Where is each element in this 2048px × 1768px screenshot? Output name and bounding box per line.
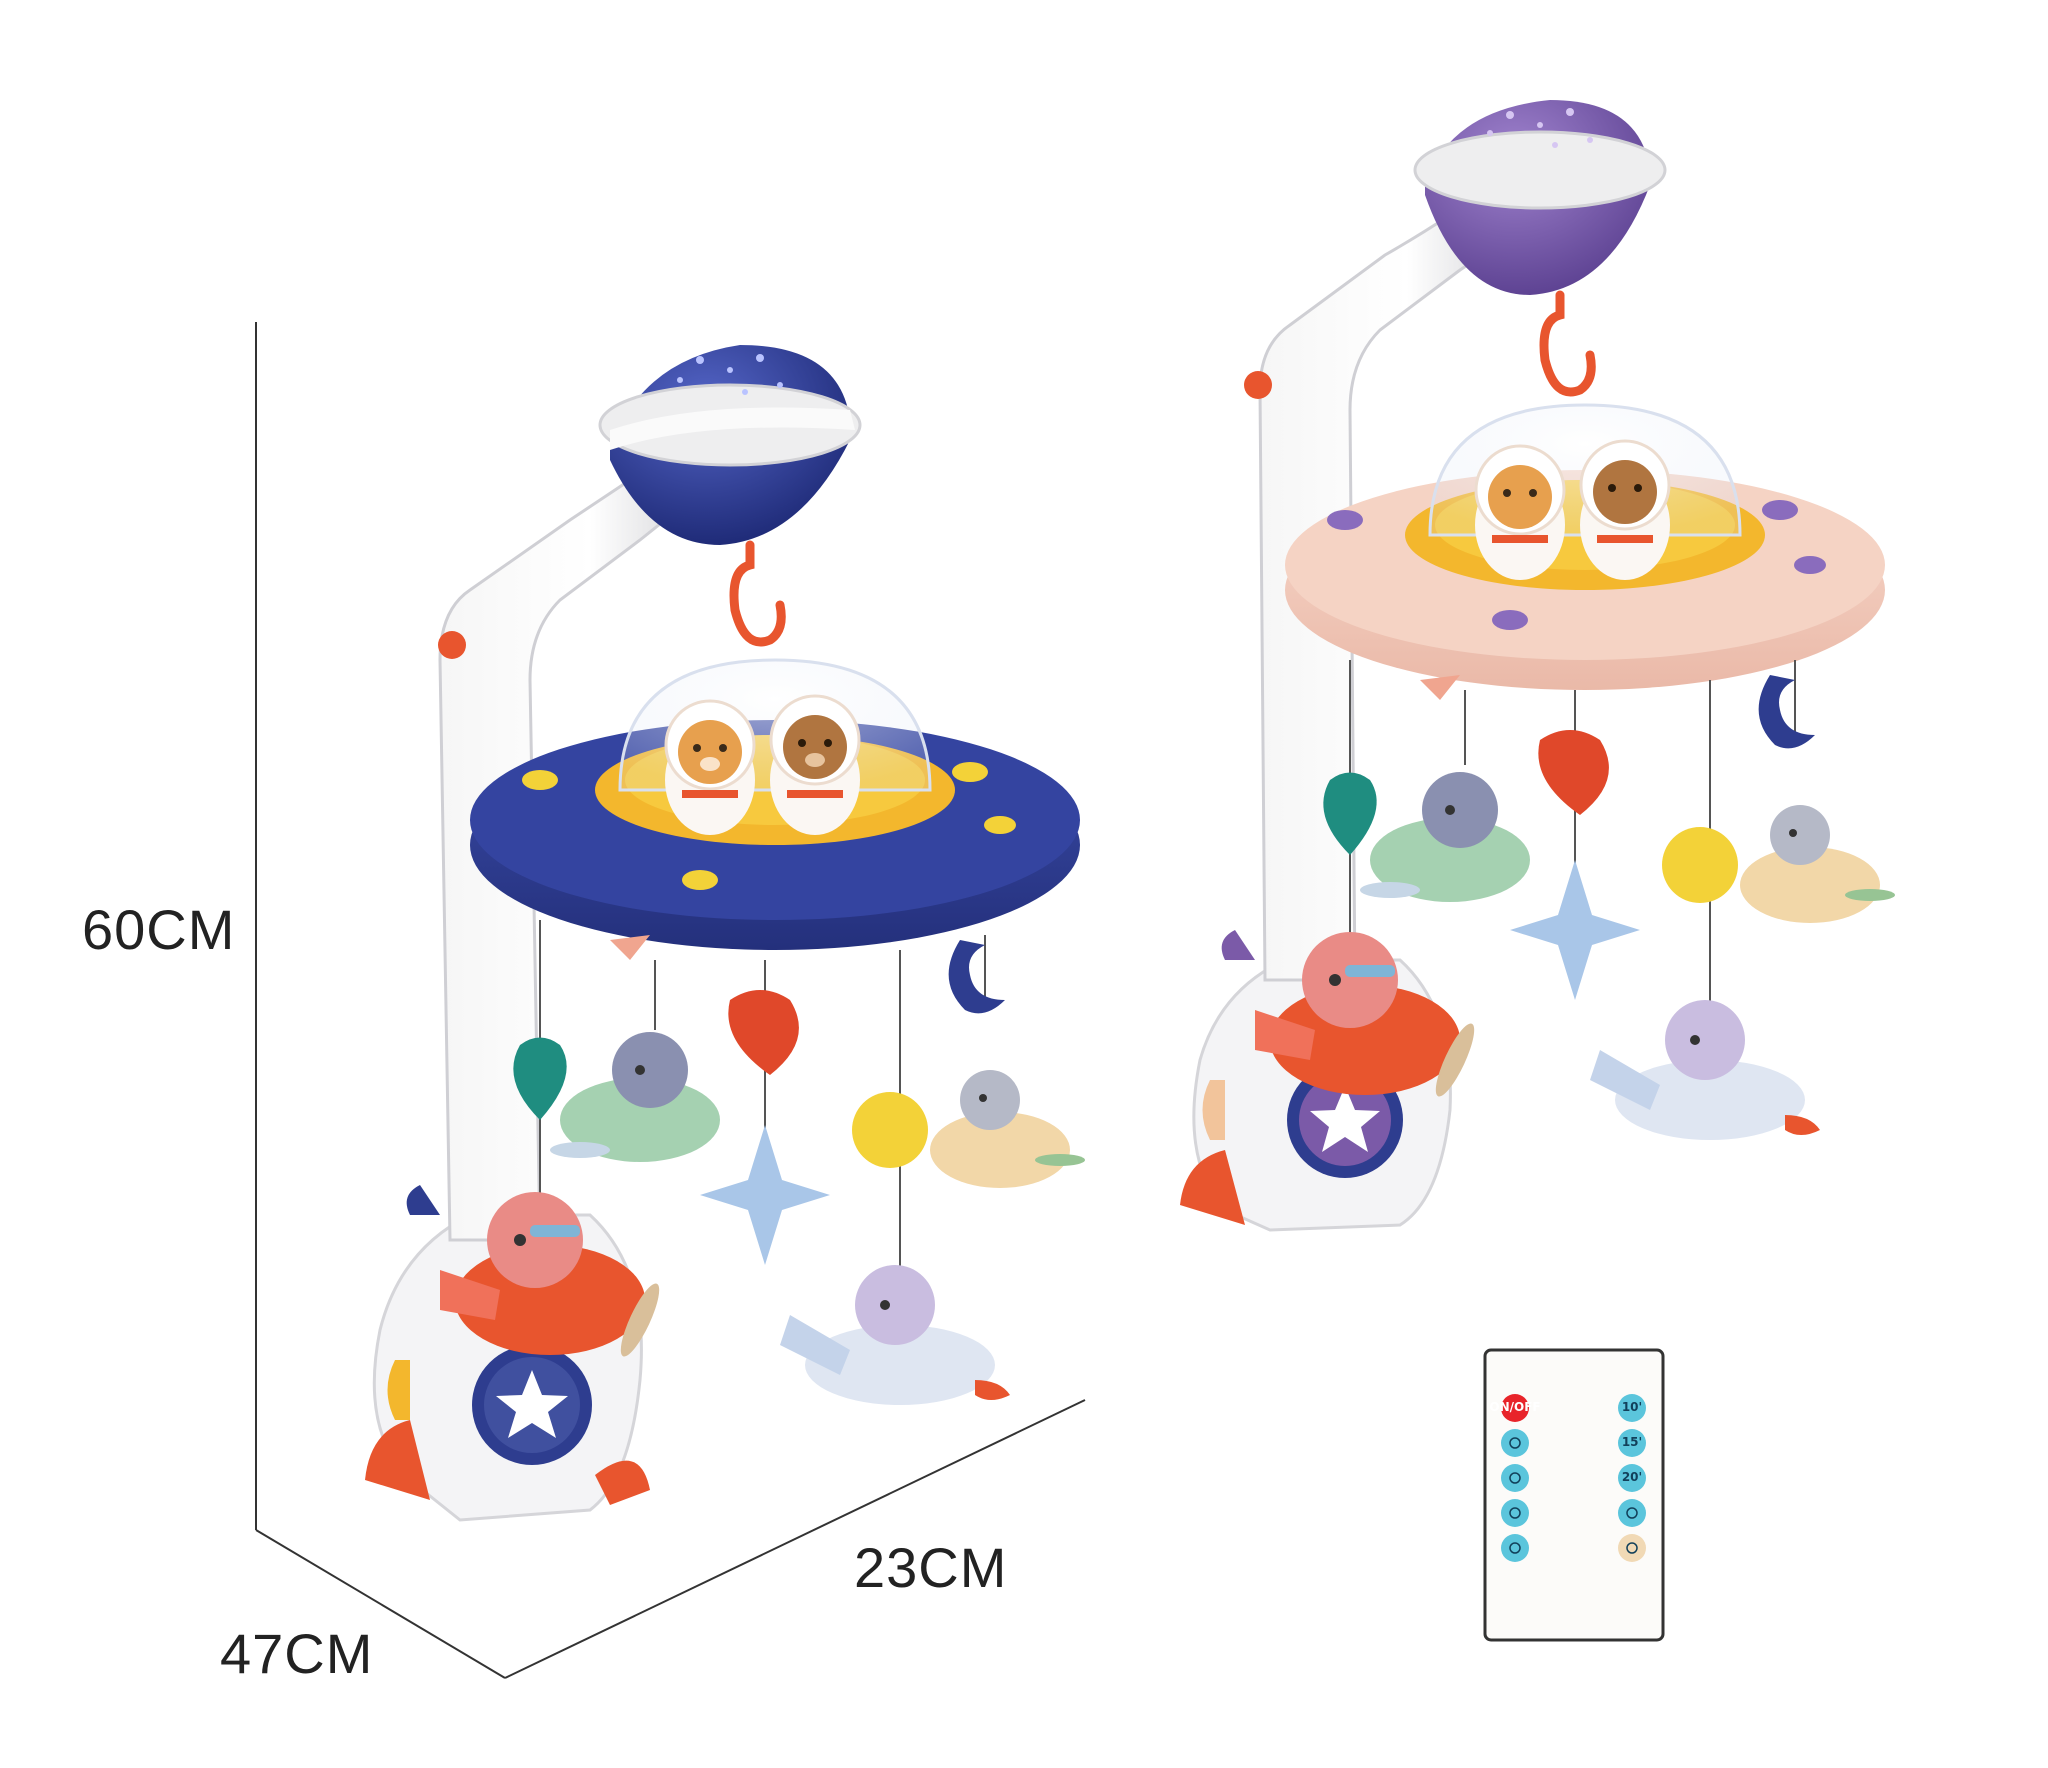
light-bulb-icon-glyph <box>1509 1437 1521 1449</box>
astronaut-bear-left <box>664 699 756 835</box>
timer-icon <box>1618 1394 1646 1422</box>
remote-buttons: ON/OFF 10' 15' 20' <box>1489 1394 1646 1562</box>
ufo-disc-blue <box>470 658 1080 960</box>
moon-icon-glyph <box>1509 1472 1521 1484</box>
astronaut-bear-right <box>769 694 861 835</box>
sun-icon <box>1501 1534 1529 1562</box>
moon-icon <box>1501 1464 1529 1492</box>
hook-blue <box>729 540 786 647</box>
airplane-green <box>550 1032 720 1162</box>
speaker-icon-glyph <box>1626 1507 1638 1519</box>
hanging-toys-pink <box>1255 675 1895 1140</box>
mobile-blue <box>365 345 1085 1522</box>
sun-icon-glyph <box>1509 1542 1521 1554</box>
projector-dome-blue <box>598 345 862 545</box>
remote-right-button-2[interactable]: 15' <box>1618 1429 1646 1457</box>
light-bulb-icon <box>1501 1429 1529 1457</box>
airplane-beige-pink <box>1740 805 1895 923</box>
airplane-white <box>780 1265 1010 1405</box>
remote-right-button-5[interactable] <box>1618 1534 1646 1562</box>
airplane-beige <box>930 1070 1085 1188</box>
arm-blue <box>438 468 693 1242</box>
remote-button-label: 20' <box>1622 1470 1642 1484</box>
dimension-lines <box>255 322 1086 1679</box>
arm-pink <box>1258 203 1508 982</box>
hanging-toys-blue <box>440 940 1085 1405</box>
airplane-red-pink <box>1255 932 1475 1097</box>
remote-left-button-1[interactable]: ON/OFF <box>1489 1394 1541 1422</box>
astronaut-bear-right-pink <box>1579 439 1671 580</box>
timer-icon <box>1618 1429 1646 1457</box>
remote-button-label: ON/OFF <box>1489 1400 1540 1414</box>
airplane-white-pink <box>1590 1000 1820 1140</box>
drop-icon <box>1501 1499 1529 1527</box>
airplane-green-pink <box>1360 772 1530 902</box>
remote-left-button-3[interactable] <box>1501 1464 1529 1492</box>
remote-left-button-5[interactable] <box>1501 1534 1529 1562</box>
height-dimension-label: 60CM <box>82 898 236 961</box>
mobile-pink <box>1180 100 1895 1232</box>
width-dimension-label: 23CM <box>854 1536 1008 1599</box>
repeat-icon-glyph <box>1626 1542 1638 1554</box>
repeat-icon <box>1618 1534 1646 1562</box>
remote-right-button-3[interactable]: 20' <box>1618 1464 1646 1492</box>
remote-left-button-4[interactable] <box>1501 1499 1529 1527</box>
remote-button-label: 10' <box>1622 1400 1642 1414</box>
speaker-icon <box>1618 1499 1646 1527</box>
hook-pink <box>1539 290 1596 397</box>
projector-dome-pink <box>1413 100 1667 295</box>
remote-button-label: 15' <box>1622 1435 1642 1449</box>
ufo-disc-pink <box>1285 403 1885 700</box>
power-icon <box>1501 1394 1529 1422</box>
timer-icon <box>1618 1464 1646 1492</box>
remote-left-button-2[interactable] <box>1501 1429 1529 1457</box>
astronaut-bear-left-pink <box>1474 444 1566 580</box>
drop-icon-glyph <box>1509 1507 1521 1519</box>
depth-dimension-label: 47CM <box>220 1622 374 1685</box>
remote-right-button-1[interactable]: 10' <box>1618 1394 1646 1422</box>
remote-right-button-4[interactable] <box>1618 1499 1646 1527</box>
remote-control: ON/OFF 10' 15' 20' <box>1483 1348 1665 1642</box>
airplane-red <box>440 1192 660 1357</box>
